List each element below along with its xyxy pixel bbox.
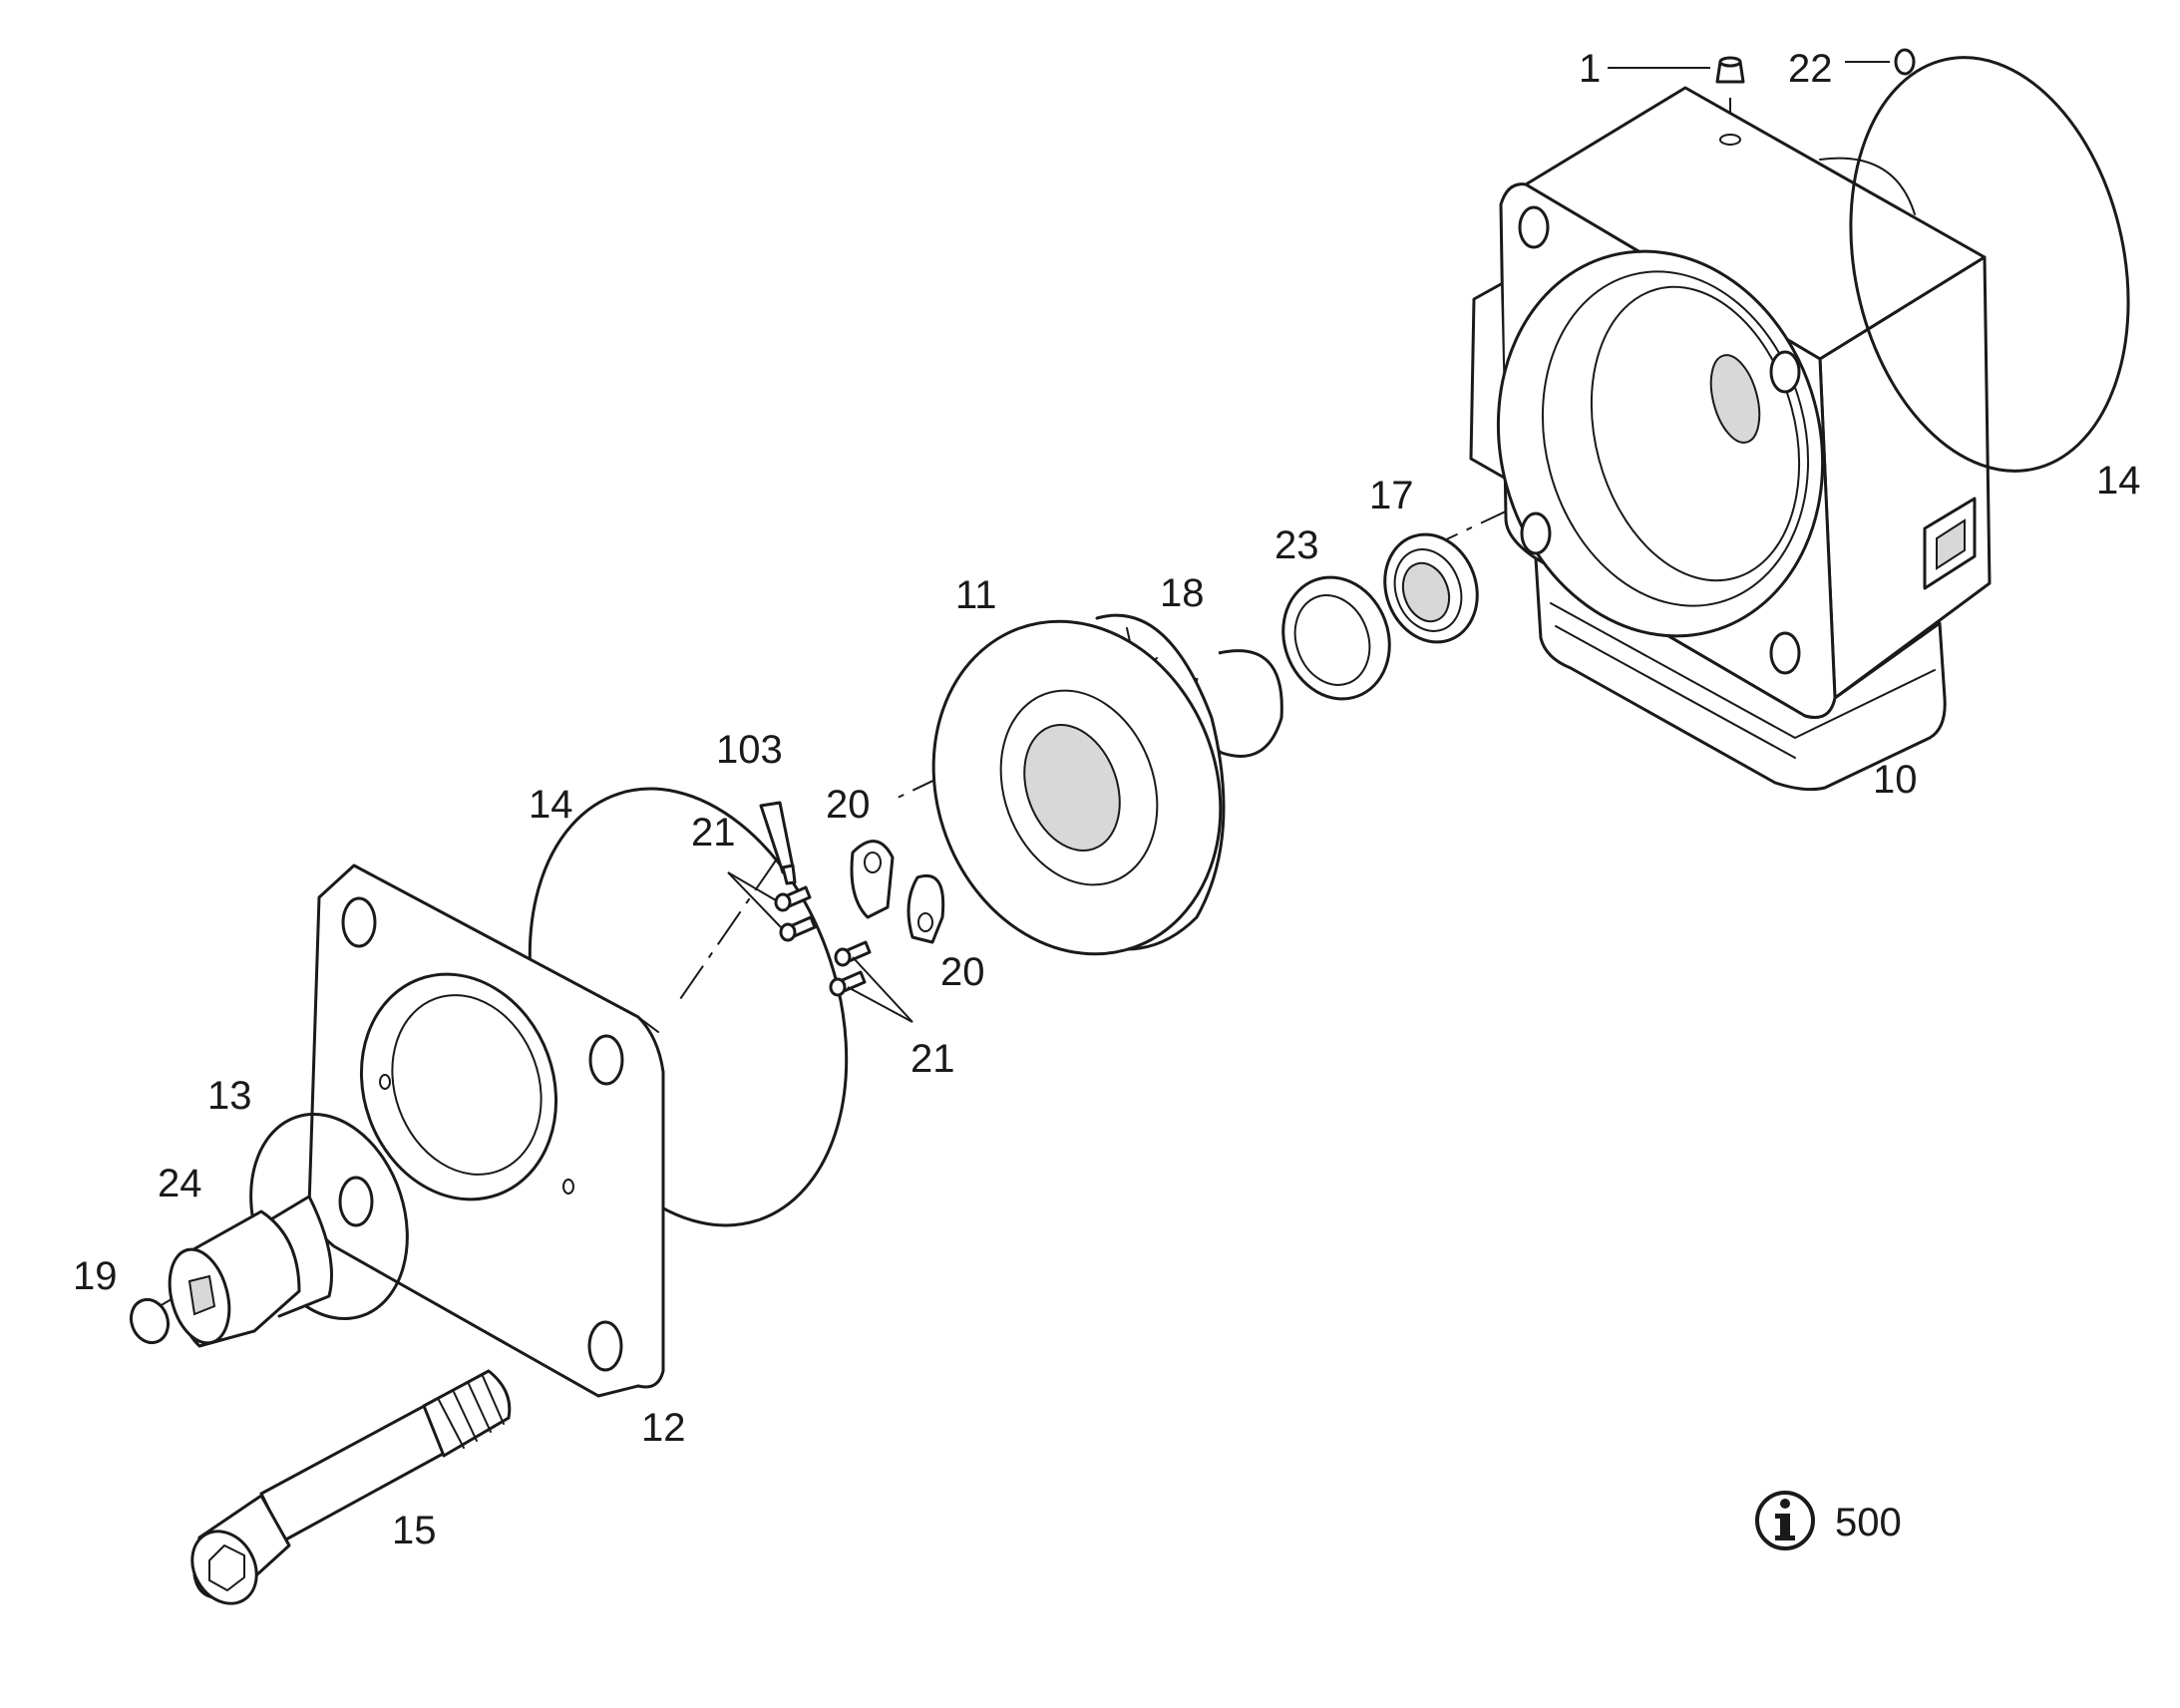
label-part-12: 12 xyxy=(641,1406,686,1450)
part-17-seal-ring xyxy=(1383,532,1479,644)
label-part-20-upper: 20 xyxy=(826,783,871,827)
part-20-clamp-upper xyxy=(850,840,895,919)
part-11-impeller xyxy=(931,613,1226,956)
part-23-bearing-ring xyxy=(1281,575,1391,701)
info-marker: 500 xyxy=(1755,1491,1902,1550)
part-12-cover-plate xyxy=(307,863,665,1398)
part-24-shaft-coupling xyxy=(168,1195,333,1348)
part-19-small-ring xyxy=(129,1297,171,1345)
label-part-1: 1 xyxy=(1579,47,1601,91)
part-15-bolt xyxy=(190,1369,512,1605)
label-part-21-upper: 21 xyxy=(691,811,736,854)
label-part-21-lower: 21 xyxy=(910,1037,955,1081)
part-22-small-o-ring xyxy=(1894,48,1916,76)
label-part-14-right: 14 xyxy=(2096,459,2141,503)
label-part-15: 15 xyxy=(392,1509,437,1552)
label-part-17: 17 xyxy=(1369,474,1414,517)
part-103-adhesive-tube xyxy=(759,801,797,885)
leader-lines xyxy=(727,61,1890,1023)
label-part-103: 103 xyxy=(716,728,783,772)
part-10-housing xyxy=(1469,86,1992,792)
part-14-o-ring-right xyxy=(1849,56,2130,473)
label-part-14-left: 14 xyxy=(529,783,573,827)
label-part-13: 13 xyxy=(207,1074,252,1118)
label-part-10: 10 xyxy=(1873,758,1918,802)
part-20-clamp-lower xyxy=(907,874,945,944)
part-labels: 1 22 14 17 23 18 11 10 103 14 20 21 20 2… xyxy=(73,47,2141,1552)
label-part-11: 11 xyxy=(955,573,997,617)
label-part-18: 18 xyxy=(1160,571,1205,615)
label-part-24: 24 xyxy=(158,1162,202,1205)
label-part-19: 19 xyxy=(73,1254,118,1298)
part-21-screws-upper xyxy=(774,885,817,942)
label-part-22: 22 xyxy=(1788,47,1833,91)
part-21-screws-lower xyxy=(829,940,872,997)
label-part-20-lower: 20 xyxy=(940,950,985,994)
label-part-23: 23 xyxy=(1274,523,1319,567)
part-1-screw-plug xyxy=(1715,56,1745,84)
info-value: 500 xyxy=(1835,1501,1902,1544)
info-icon xyxy=(1755,1491,1815,1550)
